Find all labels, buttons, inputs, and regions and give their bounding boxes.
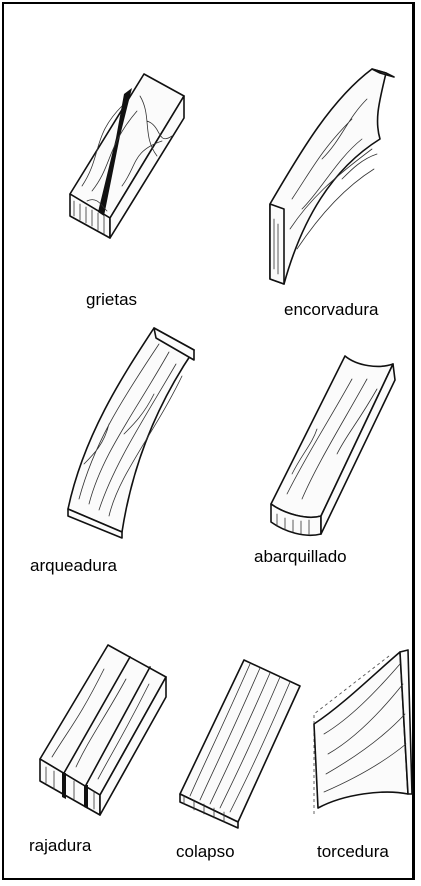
torcedura-illustration: [304, 644, 414, 814]
arqueadura-illustration: [64, 324, 199, 539]
encorvadura-illustration: [262, 59, 407, 289]
encorvadura-label: encorvadura: [284, 300, 379, 320]
abarquillado-label: abarquillado: [254, 547, 347, 567]
torcedura-label: torcedura: [317, 842, 389, 862]
figure-frame: grietas encorvadura arqueadura abarq: [2, 2, 415, 880]
colapso-label: colapso: [176, 842, 235, 862]
rajadura-label: rajadura: [29, 836, 91, 856]
rajadura-illustration: [34, 639, 174, 819]
colapso-illustration: [174, 654, 304, 829]
grietas-label: grietas: [86, 290, 137, 310]
grietas-illustration: [62, 66, 192, 241]
arqueadura-label: arqueadura: [30, 556, 117, 576]
abarquillado-illustration: [257, 344, 402, 539]
